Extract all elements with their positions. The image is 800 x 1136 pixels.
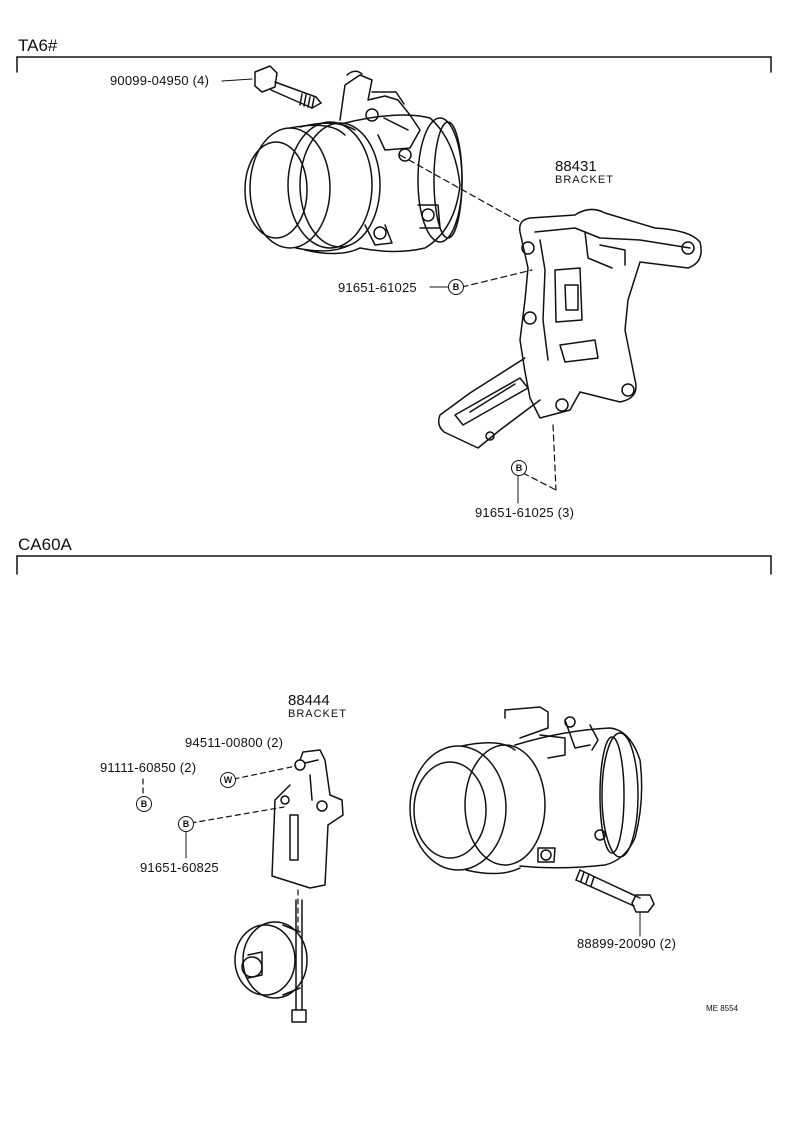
marker-b-bottom-2: B [178, 816, 194, 832]
bracket-88444 [271, 749, 344, 889]
top-section-frame [16, 56, 772, 73]
bracket-88431 [437, 208, 702, 449]
label-bolt-90099: 90099-04950 (4) [110, 73, 209, 88]
label-bolt-91651-61025-qty3: 91651-61025 (3) [475, 505, 574, 520]
marker-b-bottom-1: B [136, 796, 152, 812]
quantity: (3) [557, 505, 575, 520]
section-title-ta6: TA6# [18, 36, 58, 55]
compressor-top [244, 70, 463, 255]
label-washer-94511: 94511-00800 (2) [185, 735, 283, 750]
label-bolt-88899: 88899-20090 (2) [577, 936, 676, 951]
part-number: 91111-60850 [100, 760, 176, 775]
label-bracket-88431-name: BRACKET [555, 174, 614, 186]
label-bracket-88444-number: 88444 [288, 692, 330, 709]
label-bolt-91651-61025: 91651-61025 [338, 280, 417, 295]
part-number: 88899-20090 [577, 936, 656, 951]
label-bracket-88444-name: BRACKET [288, 708, 347, 720]
label-bolt-91111: 91111-60850 (2) [100, 760, 196, 775]
section-title-ca60a: CA60A [18, 535, 72, 554]
label-bolt-91651-60825: 91651-60825 [140, 860, 219, 875]
quantity: (4) [192, 73, 210, 88]
marker-w: W [220, 772, 236, 788]
figure-code: ME 8554 [706, 1004, 739, 1013]
label-bracket-88431-number: 88431 [555, 158, 597, 175]
quantity: (2) [179, 760, 197, 775]
part-number: 91651-61025 [475, 505, 554, 520]
compressor-bottom [409, 706, 643, 875]
bottom-section-frame [16, 555, 772, 575]
marker-b-top-1: B [448, 279, 464, 295]
bolt-88899 [575, 869, 655, 913]
bolt-90099 [254, 65, 322, 109]
part-number: 90099-04950 [110, 73, 189, 88]
quantity: (2) [266, 735, 284, 750]
part-number: 94511-00800 [185, 735, 263, 750]
quantity: (2) [659, 936, 677, 951]
idler-pulley [234, 899, 308, 1023]
marker-b-top-2: B [511, 460, 527, 476]
